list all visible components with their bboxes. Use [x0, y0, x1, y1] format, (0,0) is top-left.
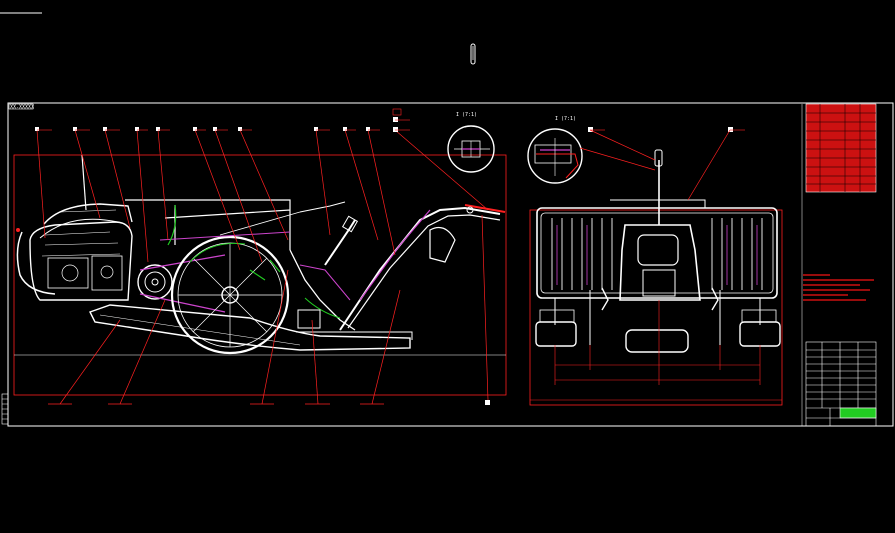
- front-view-dimension-box: [529, 209, 783, 406]
- float-right: [739, 321, 781, 347]
- engine-front: [619, 224, 701, 301]
- float-left: [535, 321, 577, 347]
- detail-view-1: I (7:1): [447, 112, 495, 173]
- side-view-leader-stubs: [37, 108, 745, 131]
- title-block: [805, 341, 877, 427]
- float-skid-front: [296, 331, 413, 340]
- front-view: [529, 129, 783, 406]
- frame-stamp-box: [8, 103, 34, 110]
- engine-housing: [29, 221, 133, 301]
- fuel-tank: [43, 203, 133, 225]
- callout-tag-icon: [35, 117, 733, 405]
- engine-cover: [39, 218, 119, 239]
- seedling-tray: [536, 207, 778, 299]
- start-cable: [16, 231, 56, 295]
- handle-icon: [339, 204, 506, 331]
- control-lever: [324, 219, 356, 266]
- float-skid-rear: [89, 304, 411, 351]
- float-center: [625, 329, 689, 353]
- frame-stamp: XX-XXXXX: [10, 105, 34, 111]
- top-marker-icon: [470, 43, 476, 65]
- drawing-frame: [7, 102, 894, 427]
- detail-view-1-label: I (7:1): [456, 112, 477, 118]
- side-view: [13, 154, 507, 396]
- gear-icon: [137, 264, 173, 300]
- detail-view-2: I (7:1): [527, 116, 656, 184]
- detail-view-2-label: I (7:1): [555, 116, 576, 122]
- wheel-icon: [170, 235, 290, 355]
- parts-list-table: [805, 103, 877, 193]
- revision-strip: [1, 393, 9, 425]
- side-view-leaders: [36, 129, 489, 405]
- technical-notes: [803, 274, 874, 301]
- dipstick: [81, 154, 87, 211]
- side-view-dimension-box: [13, 154, 507, 396]
